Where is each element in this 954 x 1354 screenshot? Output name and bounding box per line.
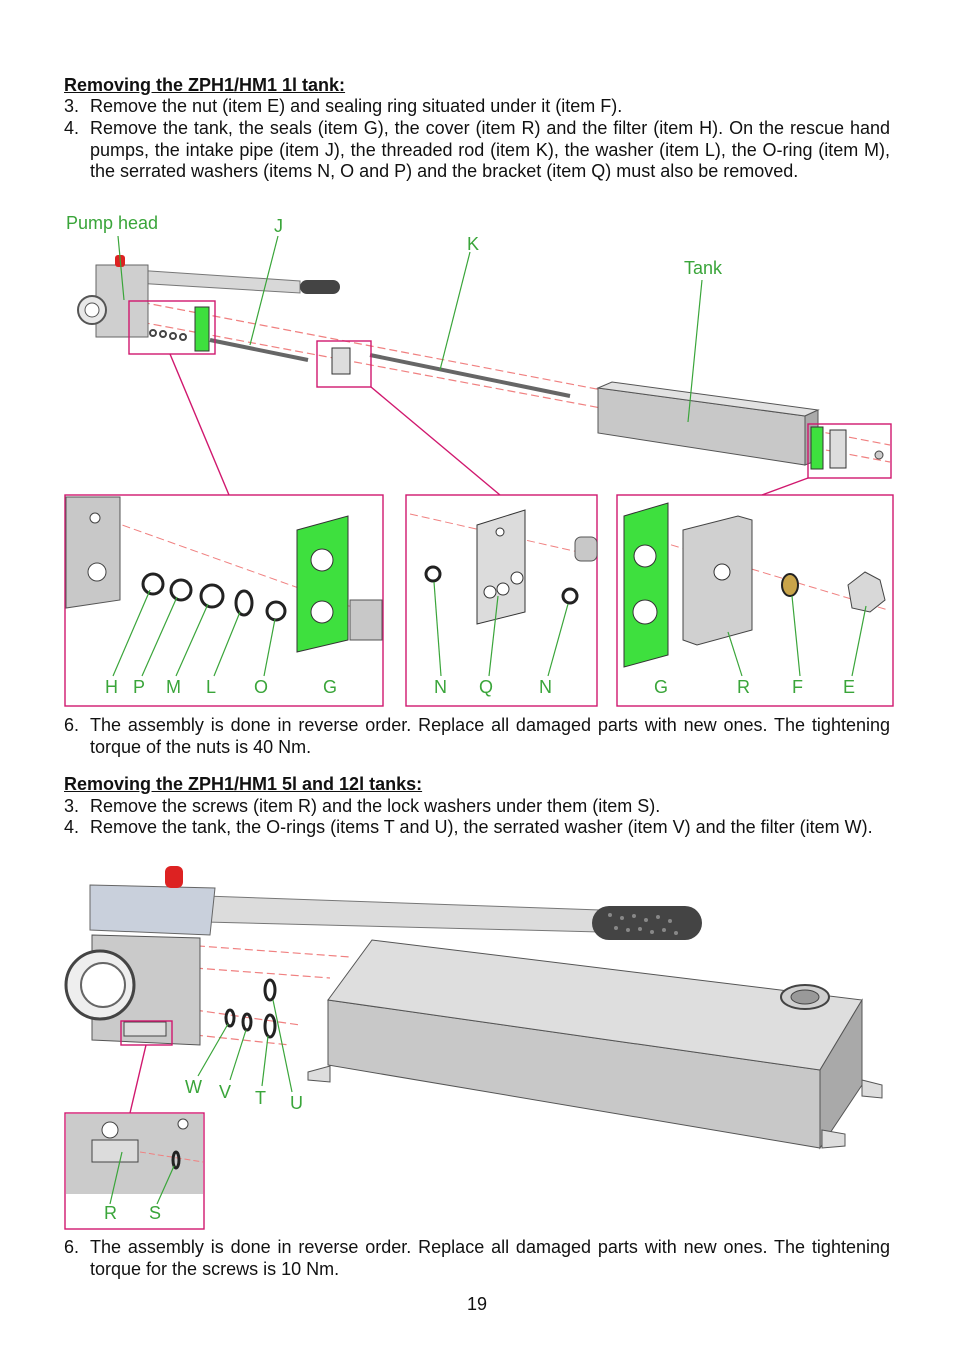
- step-number: 6.: [64, 1237, 80, 1257]
- label-g: G: [654, 677, 669, 697]
- tank-5l-12l: [307, 939, 883, 1150]
- intake-pipe: [209, 338, 309, 362]
- label-n: N: [539, 677, 552, 697]
- section1-step-6: 6. The assembly is done in reverse order…: [64, 715, 890, 758]
- section1-heading: Removing the ZPH1/HM1 1l tank:: [64, 75, 346, 95]
- section1-step-3: 3. Remove the nut (item E) and sealing r…: [64, 96, 890, 118]
- label-q: Q: [479, 677, 494, 697]
- pump-handle: [134, 269, 340, 294]
- section1-step-4: 4. Remove the tank, the seals (item G), …: [64, 118, 890, 183]
- step-text: Remove the nut (item E) and sealing ring…: [90, 96, 623, 116]
- step-text: The assembly is done in reverse order. R…: [90, 715, 890, 757]
- step-text: Remove the screws (item R) and the lock …: [90, 796, 661, 816]
- label-p: P: [133, 677, 146, 697]
- label-r: R: [737, 677, 750, 697]
- step-number: 4.: [64, 817, 80, 837]
- label-pump-head: Pump head: [66, 213, 159, 233]
- label-r: R: [104, 1203, 117, 1223]
- section2-heading: Removing the ZPH1/HM1 5l and 12l tanks:: [64, 774, 423, 794]
- label-s: S: [149, 1203, 162, 1223]
- label-j: J: [274, 216, 283, 236]
- label-w: W: [185, 1077, 202, 1097]
- label-e: E: [843, 677, 856, 697]
- pump-handle: [204, 895, 702, 940]
- step-number: 6.: [64, 715, 80, 735]
- section2-step-6: 6. The assembly is done in reverse order…: [64, 1237, 890, 1280]
- label-o: O: [254, 677, 269, 697]
- label-t: T: [255, 1088, 266, 1108]
- label-h: H: [105, 677, 118, 697]
- page-number: 19: [466, 1294, 488, 1314]
- label-u: U: [290, 1093, 303, 1113]
- label-v: V: [219, 1082, 232, 1102]
- figure-1l-tank-exploded: [64, 235, 894, 707]
- detail-2-parts: [409, 509, 598, 625]
- step-number: 3.: [64, 796, 80, 816]
- section2-step-4: 4. Remove the tank, the O-rings (items T…: [64, 817, 890, 839]
- step-text: Remove the tank, the seals (item G), the…: [90, 118, 890, 182]
- label-m: M: [166, 677, 181, 697]
- step-text: Remove the tank, the O-rings (items T an…: [90, 817, 873, 837]
- label-n: N: [434, 677, 447, 697]
- detail-3-parts: [623, 502, 889, 668]
- detail-screw-washer: [66, 1114, 204, 1194]
- label-tank: Tank: [684, 258, 723, 278]
- detail-1-parts: [65, 496, 383, 653]
- pump-head: [64, 866, 216, 1046]
- step-text: The assembly is done in reverse order. R…: [90, 1237, 890, 1279]
- seal-g-part: [194, 306, 210, 352]
- pump-head: [77, 255, 149, 338]
- label-f: F: [792, 677, 803, 697]
- label-k: K: [467, 234, 480, 254]
- label-l: L: [206, 677, 217, 697]
- step-number: 3.: [64, 96, 80, 116]
- section2-step-3: 3. Remove the screws (item R) and the lo…: [64, 796, 890, 818]
- label-g: G: [323, 677, 338, 697]
- bracket-part: [331, 347, 351, 375]
- step-number: 4.: [64, 118, 80, 138]
- threaded-rod: [369, 353, 571, 398]
